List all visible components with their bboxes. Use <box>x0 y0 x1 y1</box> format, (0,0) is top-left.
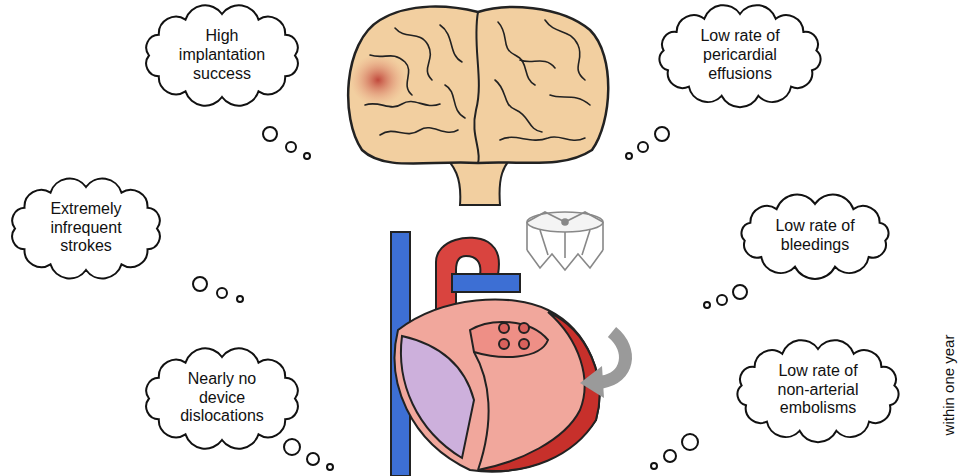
cloud-shape <box>12 178 160 278</box>
cloud-shape <box>737 340 898 442</box>
note-label: within one year <box>940 335 957 436</box>
cloud-text: High implantation success <box>170 27 274 83</box>
occluder-device <box>527 212 603 270</box>
thought-cloud: Low rate of pericardial effusions <box>651 2 829 109</box>
cloud-text: Nearly no device dislocations <box>170 370 274 426</box>
cloud-text: Extremely infrequent strokes <box>36 200 136 256</box>
cloud-shape <box>742 195 889 279</box>
cloud-text-wrap: Low rate of non-arterial embolisms <box>762 362 874 418</box>
brain <box>348 7 608 205</box>
heart <box>391 232 599 476</box>
cloud-shape <box>659 5 820 107</box>
cloud-text: Low rate of non-arterial embolisms <box>762 362 874 418</box>
thought-cloud: High implantation success <box>137 2 307 109</box>
cloud-text-wrap: Extremely infrequent strokes <box>36 200 136 256</box>
cloud-text: Low rate of bleedings <box>765 217 865 254</box>
cloud-shape <box>146 5 298 105</box>
thought-cloud: Nearly no device dislocations <box>137 345 307 452</box>
thought-cloud: Low rate of bleedings <box>732 192 898 280</box>
cloud-text-wrap: Low rate of bleedings <box>765 217 865 254</box>
thought-cloud: Low rate of non-arterial embolisms <box>729 337 907 444</box>
cloud-shape <box>146 348 298 448</box>
cloud-text-wrap: Nearly no device dislocations <box>170 370 274 426</box>
thought-cloud: Extremely infrequent strokes <box>3 175 169 282</box>
cloud-text-wrap: High implantation success <box>170 27 274 83</box>
cloud-text: Low rate of pericardial effusions <box>684 27 796 83</box>
curved-arrow <box>580 332 625 398</box>
cloud-text-wrap: Low rate of pericardial effusions <box>684 27 796 83</box>
